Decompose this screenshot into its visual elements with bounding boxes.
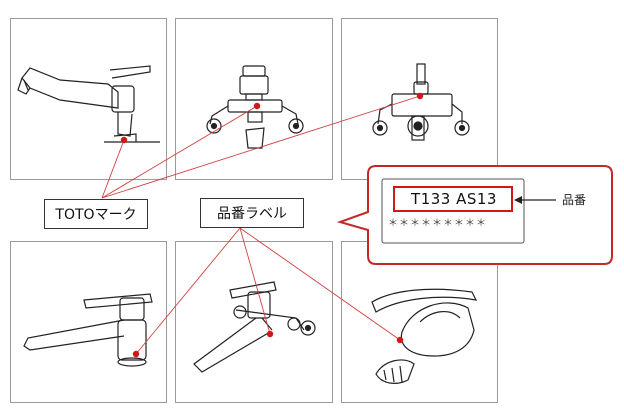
pointer-label: 品番 [562,191,602,209]
product-code-asterisks: ＊＊＊＊＊＊＊＊＊ [388,215,520,233]
marker-dot [267,331,273,337]
marker-dot [417,93,423,99]
marker-dot [121,137,127,143]
faucet-underside-closeup-icon [372,289,476,383]
product-code: T133 AS13 [398,189,510,209]
thermostatic-mixer-icon [373,64,469,140]
marker-dot [397,337,403,343]
marker-dot [254,103,260,109]
single-lever-deck-faucet-icon [24,294,152,366]
marker-dot [133,351,139,357]
leader-line-label-1 [136,228,240,354]
wall-mounted-single-lever-faucet-icon [194,282,315,372]
leader-line-toto-1 [102,140,124,198]
leader-line-toto-2 [102,106,257,198]
pull-out-kitchen-faucet-icon [18,66,160,142]
toto-mark-label: TOTOマーク [44,199,148,229]
hinban-label: 品番ラベル [200,198,304,228]
